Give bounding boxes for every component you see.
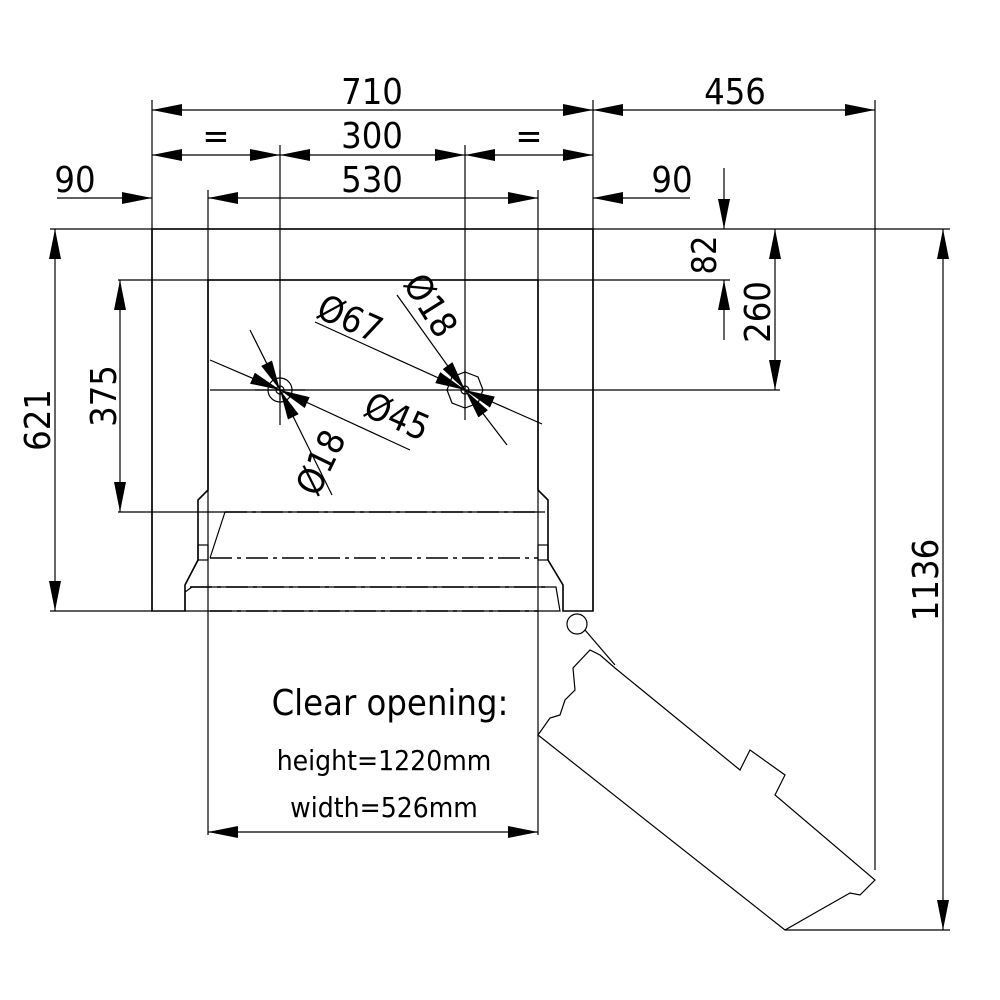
dim-621: 621: [18, 389, 59, 451]
dim-equal-right: =: [515, 116, 542, 157]
dim-456: 456: [704, 72, 766, 113]
dim-dia-45: Ø45: [358, 385, 436, 450]
dim-530: 530: [341, 160, 403, 201]
dimension-labels: 710 456 = 300 = 90 530 90 82 260 1136 62…: [18, 72, 947, 621]
dim-710: 710: [341, 72, 403, 113]
door-frame: [184, 511, 561, 612]
dim-260: 260: [738, 281, 779, 343]
dim-375: 375: [84, 365, 125, 427]
door-leaf: [537, 613, 876, 931]
dim-82: 82: [685, 236, 725, 275]
clear-opening-width: width=526mm: [290, 791, 478, 824]
dim-dia-67: Ø67: [311, 287, 389, 352]
clear-opening-title: Clear opening:: [272, 683, 509, 724]
dim-90-right: 90: [651, 160, 692, 201]
dim-1136: 1136: [906, 539, 947, 621]
extension-lines: [50, 100, 950, 931]
dimension-lines: [49, 104, 949, 930]
dim-dia-18-bottom: Ø18: [289, 424, 355, 502]
dim-90-left: 90: [54, 160, 95, 201]
diameter-leaders: [209, 294, 543, 496]
clear-opening-height: height=1220mm: [277, 744, 492, 777]
clear-opening-note: Clear opening: height=1220mm width=526mm: [272, 683, 509, 824]
dim-300: 300: [341, 116, 403, 157]
dim-equal-left: =: [202, 116, 229, 157]
